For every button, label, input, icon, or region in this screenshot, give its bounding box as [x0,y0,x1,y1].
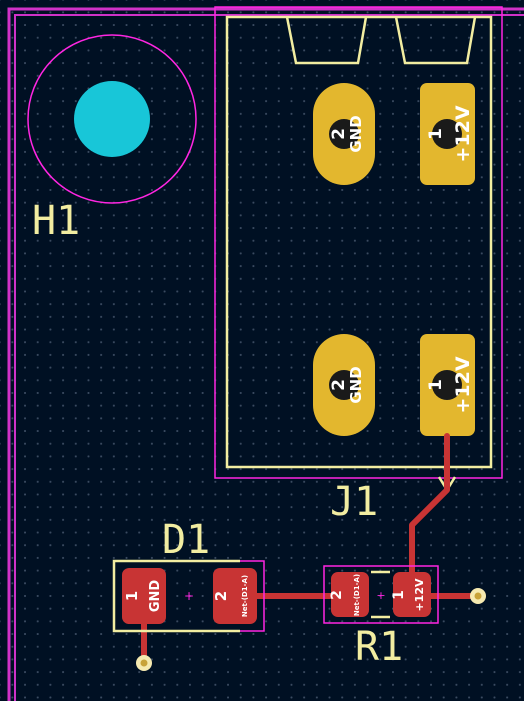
j1-pad-net: GND [347,366,365,403]
j1-pad-12v-bottom[interactable]: 1 +12V [420,334,475,436]
j1-pad-number: 1 [426,128,446,140]
mounting-hole-icon[interactable] [74,81,150,157]
r1-origin-marker-icon: + [376,589,385,602]
r1-pad-number: 2 [329,590,345,600]
d1-pad-2[interactable]: 2 Net-(D1-A) [212,568,257,624]
j1-pad-number: 2 [329,128,349,140]
j1-latch-right [394,16,477,65]
j1-pad-net: +12V [452,356,474,413]
d1-pad-number: 2 [212,591,230,601]
r1-pad-net: Net-(D1-A) [353,574,361,616]
j1-pad-net: GND [347,115,365,152]
j1-pad-12v-top[interactable]: 1 +12V [420,83,475,185]
h1-reference: H1 [32,198,80,244]
track-12v-j1-r1[interactable] [409,433,450,599]
r1-courtyard [323,565,439,624]
j1-pad-number: 1 [426,379,446,391]
footprint-r1[interactable]: 2 Net-(D1-A) + 1 +12V R1 [323,565,439,670]
d1-origin-marker-icon: + [184,589,194,603]
d1-reference: D1 [162,517,210,563]
d1-silkscreen-outline [112,559,240,633]
h1-courtyard [27,34,197,204]
d1-pad-net: GND [148,580,163,613]
j1-pad-net: +12V [452,105,474,162]
footprint-d1[interactable]: D1 1 GND + 2 Net-(D1-A) [112,517,265,633]
r1-pad-2[interactable]: 2 Net-(D1-A) [329,572,369,617]
r1-pad-net: +12V [413,578,426,612]
footprint-h1[interactable]: H1 [27,34,197,244]
j1-pad-number: 2 [329,379,349,391]
j1-silkscreen-outline [225,15,493,469]
j1-courtyard [214,6,503,479]
board-edge [7,7,524,701]
j1-latch-left [285,16,368,65]
j1-pad-gnd-bottom[interactable]: 2 GND [313,334,375,436]
via-12v[interactable] [470,588,486,604]
footprint-j1[interactable]: 2 GND 1 +12V 2 GND 1 +12V J1 [214,6,503,525]
via-gnd[interactable] [136,655,152,671]
r1-pad-1[interactable]: 1 +12V [391,572,431,617]
r1-pad-number: 1 [391,590,407,600]
r1-reference: R1 [355,624,403,670]
d1-pad-number: 1 [123,591,141,601]
j1-reference: J1 [330,479,378,525]
d1-pad-net: Net-(D1-A) [241,575,249,617]
j1-pad-gnd-top[interactable]: 2 GND [313,83,375,185]
d1-pad-1[interactable]: 1 GND [122,568,166,624]
